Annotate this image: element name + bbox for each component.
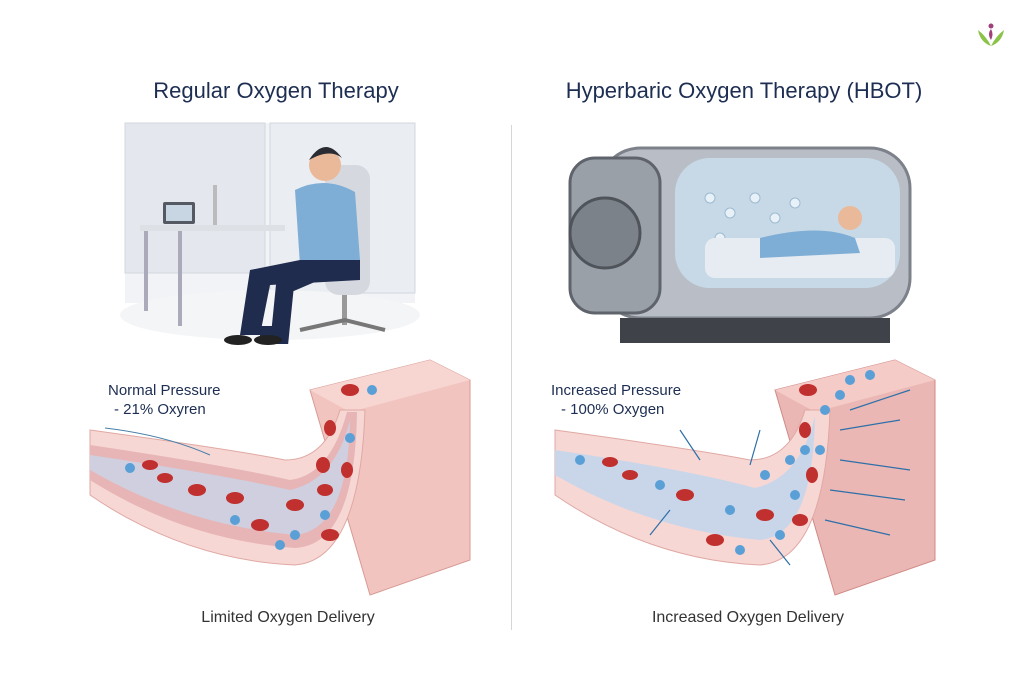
leaf-hands-logo-icon	[978, 23, 1004, 46]
red-blood-cells	[142, 384, 359, 541]
diffusion-arrows	[649, 389, 911, 566]
left-title: Regular Oxygen Therapy	[153, 78, 399, 103]
divider	[511, 125, 512, 630]
increased-pressure-label: Increased Pressure - 100% Oxygen	[551, 382, 682, 418]
normal-pressure-label: Normal Pressure - 21% Oxyren	[108, 382, 221, 418]
hyperbaric-chamber-illustration	[568, 146, 912, 343]
desk	[140, 225, 285, 231]
oxygen-molecules	[575, 370, 875, 555]
patient-head	[838, 206, 862, 230]
right-title: Hyperbaric Oxygen Therapy (HBOT)	[565, 78, 923, 103]
hyperbaric-blood-vessel-diagram	[554, 359, 936, 596]
patient-trousers	[240, 260, 360, 335]
left-caption: Limited Oxygen Delivery	[201, 609, 375, 626]
normal-blood-vessel-diagram	[89, 359, 471, 596]
right-caption: Increased Oxygen Delivery	[651, 609, 845, 626]
patient-room-illustration	[120, 122, 420, 345]
patient-shirt	[295, 182, 360, 265]
oxygen-molecules	[125, 385, 377, 550]
red-blood-cells	[602, 384, 818, 546]
patient-head	[309, 149, 341, 181]
chamber-base	[620, 318, 890, 343]
